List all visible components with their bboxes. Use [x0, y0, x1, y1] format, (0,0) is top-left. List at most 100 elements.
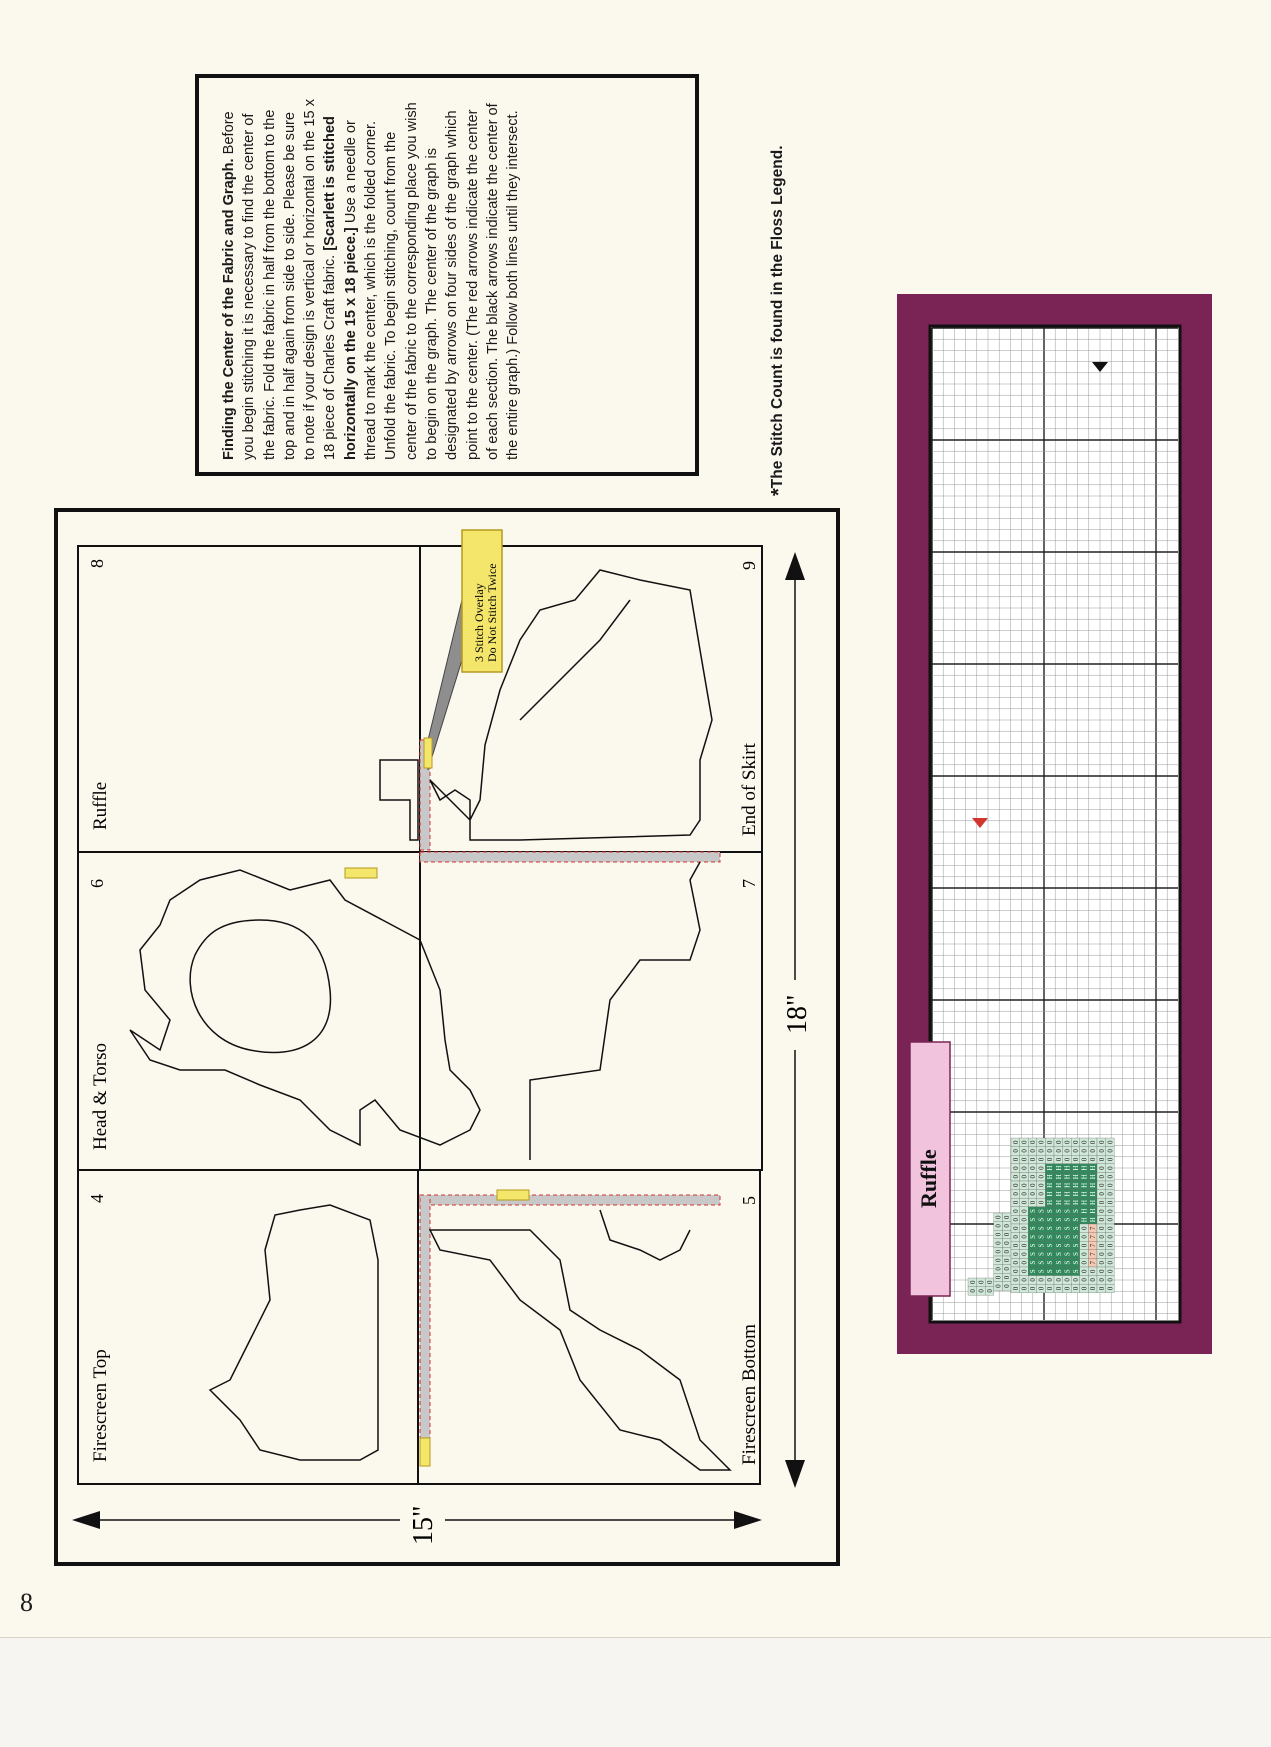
- stitch-symbol: H: [1055, 1174, 1063, 1179]
- stitch-symbol: H: [1081, 1174, 1089, 1179]
- stitch-symbol: H: [1081, 1217, 1089, 1222]
- stitch-symbol: S: [1063, 1209, 1071, 1213]
- stitch-symbol: 0: [1106, 1166, 1114, 1170]
- stitch-symbol: 0: [1046, 1140, 1054, 1144]
- stitch-symbol: 0: [1020, 1209, 1028, 1213]
- stitch-symbol: 0: [1106, 1243, 1114, 1247]
- stitch-symbol: 0: [1089, 1286, 1097, 1290]
- stitch-symbol: 0: [1089, 1140, 1097, 1144]
- overlay-strip: [419, 1194, 431, 1466]
- stitch-symbol: 0: [1098, 1174, 1106, 1178]
- stitch-symbol: 0: [1063, 1140, 1071, 1144]
- stitch-symbol: 0: [969, 1289, 977, 1293]
- stitch-symbol: 0: [995, 1267, 1003, 1271]
- stitch-symbol: 0: [1055, 1157, 1063, 1161]
- stitch-symbol: H: [1063, 1166, 1071, 1171]
- stitch-symbol: S: [1046, 1218, 1054, 1222]
- stitch-symbol: 0: [1098, 1269, 1106, 1273]
- arrow-right-icon: [734, 1511, 762, 1529]
- stitch-symbol: 0: [995, 1284, 1003, 1288]
- stitch-symbol: 0: [995, 1275, 1003, 1279]
- stitch-symbol: S: [1072, 1209, 1080, 1213]
- stitch-symbol: 0: [1098, 1140, 1106, 1144]
- stitch-symbol: H: [1081, 1191, 1089, 1196]
- stitch-symbol: S: [1055, 1243, 1063, 1247]
- stitch-symbol: H: [1089, 1166, 1097, 1171]
- stitch-symbol: 0: [1012, 1235, 1020, 1239]
- firescreen-detail: [599, 1209, 691, 1261]
- stitch-symbol: 0: [1020, 1235, 1028, 1239]
- stitch-symbol: S: [1038, 1209, 1046, 1213]
- stitch-symbol: 0: [1020, 1260, 1028, 1264]
- stitch-symbol: S: [1055, 1218, 1063, 1222]
- stitch-symbol: S: [1038, 1226, 1046, 1230]
- stitch-symbol: 0: [1081, 1140, 1089, 1144]
- stitch-symbol: H: [1072, 1166, 1080, 1171]
- graph-label-box: [909, 1041, 951, 1297]
- stitch-symbol: 0: [1072, 1157, 1080, 1161]
- stitch-symbol: H: [1089, 1191, 1097, 1196]
- stitch-symbol: 0: [1020, 1278, 1028, 1282]
- stitch-symbol: 0: [995, 1258, 1003, 1262]
- stitch-symbol: S: [1072, 1226, 1080, 1230]
- stitch-symbol: S: [1055, 1261, 1063, 1265]
- stitch-symbol: 0: [1012, 1157, 1020, 1161]
- stitch-symbol: 0: [1106, 1200, 1114, 1204]
- stitch-symbol: S: [1063, 1243, 1071, 1247]
- stitch-symbol: 0: [1098, 1260, 1106, 1264]
- stitch-symbol: 0: [1029, 1286, 1037, 1290]
- stitch-symbol: H: [1089, 1209, 1097, 1214]
- graph-stitches: 0000000000000000000000000000000000000000…: [967, 1137, 1115, 1296]
- stitch-symbol: 0: [977, 1280, 985, 1284]
- stitch-symbol: 0: [1012, 1149, 1020, 1153]
- stitch-symbol: 0: [1020, 1243, 1028, 1247]
- stitch-cell: [1105, 1284, 1115, 1293]
- stitch-symbol: 0: [1003, 1215, 1011, 1219]
- stitch-symbol: H: [1081, 1166, 1089, 1171]
- stitch-symbol: S: [1072, 1243, 1080, 1247]
- stitch-symbol: H: [1046, 1191, 1054, 1196]
- center-arrow-red-icon: [972, 818, 988, 828]
- stitch-symbol: 0: [1081, 1149, 1089, 1153]
- stitch-symbol: S: [1063, 1261, 1071, 1265]
- stitch-symbol: 0: [995, 1224, 1003, 1228]
- stitch-symbol: 0: [1003, 1284, 1011, 1288]
- stitch-symbol: 0: [1106, 1149, 1114, 1153]
- stitch-symbol: 0: [1038, 1183, 1046, 1187]
- section-label-firescreen-bottom: Firescreen Bottom: [739, 1324, 760, 1465]
- stitch-symbol: S: [1046, 1269, 1054, 1273]
- stitch-symbol: 0: [1098, 1209, 1106, 1213]
- stitch-symbol: 0: [1029, 1183, 1037, 1187]
- stitch-symbol: 0: [1081, 1243, 1089, 1247]
- stitch-symbol: S: [1038, 1235, 1046, 1239]
- stitch-symbol: 0: [1020, 1269, 1028, 1273]
- stitch-symbol: 0: [1106, 1269, 1114, 1273]
- stitch-symbol: 0: [995, 1249, 1003, 1253]
- stitch-symbol: 0: [1029, 1166, 1037, 1170]
- stitch-symbol: H: [1046, 1200, 1054, 1205]
- stitch-symbol: 0: [1012, 1140, 1020, 1144]
- stitch-symbol: 0: [1106, 1217, 1114, 1221]
- firescreen-top-outline: [208, 1204, 379, 1461]
- stitch-symbol: H: [1072, 1191, 1080, 1196]
- stitch-symbol: S: [1072, 1218, 1080, 1222]
- stitch-symbol: S: [1046, 1209, 1054, 1213]
- stitch-symbol: 0: [1098, 1235, 1106, 1239]
- stitch-symbol: 0: [1081, 1269, 1089, 1273]
- stitch-symbol: 0: [1020, 1183, 1028, 1187]
- stitch-symbol: 0: [1003, 1249, 1011, 1253]
- stitch-symbol: 7: [1089, 1260, 1097, 1264]
- stitch-symbol: S: [1063, 1218, 1071, 1222]
- stitch-symbol: 0: [1020, 1140, 1028, 1144]
- stitch-symbol: 0: [1106, 1260, 1114, 1264]
- stitch-symbol: H: [1072, 1200, 1080, 1205]
- section-label-firescreen-top: Firescreen Top: [90, 1349, 111, 1462]
- stitch-symbol: H: [1089, 1183, 1097, 1188]
- stitch-symbol: 0: [1055, 1278, 1063, 1282]
- stitch-symbol: 0: [1098, 1200, 1106, 1204]
- stitch-symbol: 0: [1046, 1278, 1054, 1282]
- stitch-symbol: H: [1055, 1200, 1063, 1205]
- section-number-5: 5: [739, 1196, 759, 1205]
- stitch-symbol: 0: [1072, 1140, 1080, 1144]
